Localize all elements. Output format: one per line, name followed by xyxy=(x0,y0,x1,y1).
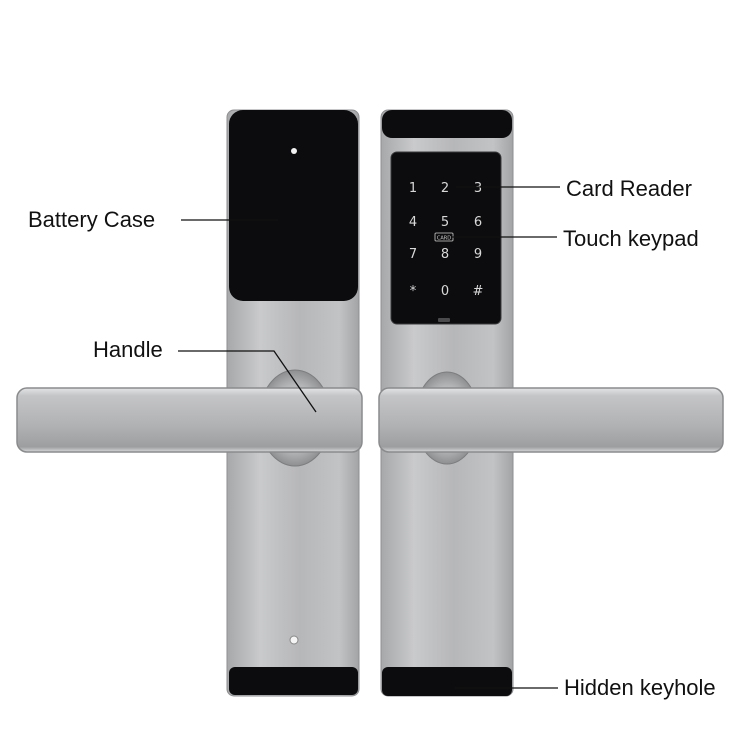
keypad-key-1: 2 xyxy=(441,181,449,196)
inner-lever-handle xyxy=(16,387,363,453)
card-reader-label: Card Reader xyxy=(566,176,692,201)
battery-case-label: Battery Case xyxy=(28,207,156,232)
keypad-key-8: 9 xyxy=(474,247,482,262)
keypad-key-3: 4 xyxy=(409,215,417,230)
touch-keypad-label: Touch keypad xyxy=(563,226,699,251)
hidden-keyhole-label: Hidden keyhole xyxy=(564,675,716,700)
handle-label: Handle xyxy=(93,337,163,362)
keypad-keys: 1 2 3 4 5 6 7 8 9 * 0 # xyxy=(409,181,484,299)
keypad-sensor-notch xyxy=(438,318,450,322)
keypad-key-0: 1 xyxy=(409,181,417,196)
inner-bottom-cap xyxy=(229,667,358,695)
keypad-key-2: 3 xyxy=(474,181,482,196)
touch-keypad-panel xyxy=(390,151,502,325)
leader-lines xyxy=(178,186,560,689)
outer-lock-body: 1 2 3 4 5 6 7 8 9 * 0 # CARD xyxy=(378,109,724,697)
inner-lock-body xyxy=(16,109,363,697)
hidden-keyhole-cover xyxy=(382,667,512,696)
keypad-key-9: * xyxy=(410,284,417,299)
outer-lever-handle xyxy=(378,387,724,453)
keypad-key-5: 6 xyxy=(474,215,482,230)
battery-case-screw xyxy=(291,148,297,154)
card-reader-tag-text: CARD xyxy=(437,236,451,242)
keypad-key-10: 0 xyxy=(441,284,449,299)
keypad-key-4: 5 xyxy=(441,215,449,230)
keypad-key-6: 7 xyxy=(409,247,417,262)
battery-case xyxy=(229,110,358,301)
handle-leader xyxy=(178,350,317,413)
keypad-key-7: 8 xyxy=(441,247,449,262)
inner-plate-screw xyxy=(289,635,299,645)
outer-top-cap xyxy=(382,110,512,138)
keypad-key-11: # xyxy=(473,284,484,299)
